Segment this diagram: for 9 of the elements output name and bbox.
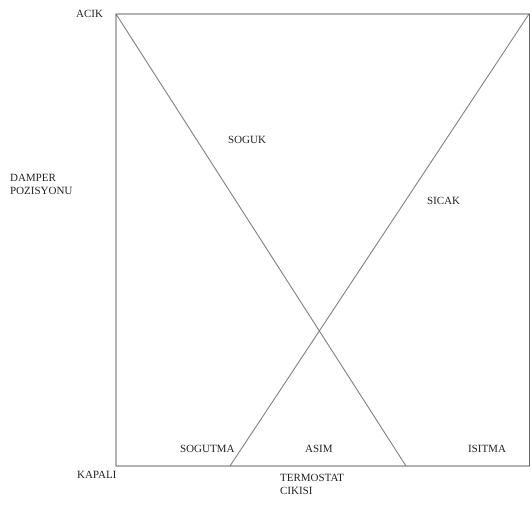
axis-title: TERMOSTAT CIKISI xyxy=(280,472,345,498)
region-label: ASIM xyxy=(305,443,333,456)
curve-label: SICAK xyxy=(427,195,460,208)
curve-label: SOGUK xyxy=(228,134,266,147)
axis-label: ACIK xyxy=(76,8,103,21)
axis-label: KAPALI xyxy=(77,469,116,482)
region-label: ISITMA xyxy=(468,443,506,456)
region-label: SOGUTMA xyxy=(180,443,234,456)
axis-title: DAMPER POZISYONU xyxy=(10,172,74,198)
